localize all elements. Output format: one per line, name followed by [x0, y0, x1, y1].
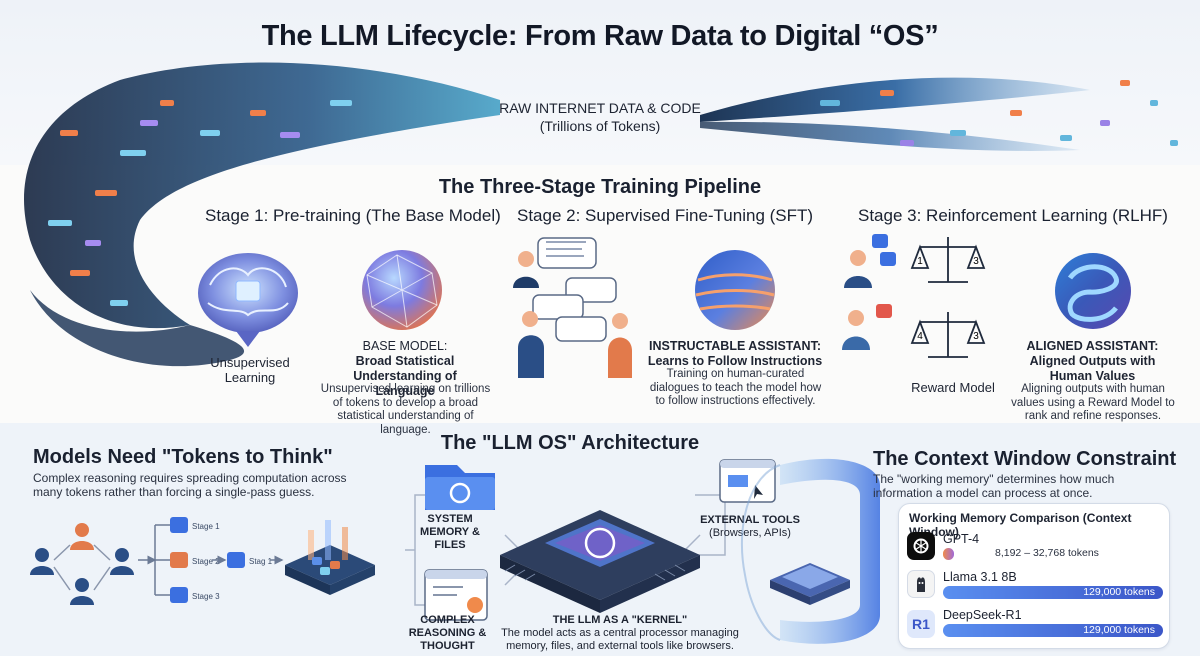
stage1-title: Stage 1: Pre-training (The Base Model) — [205, 206, 501, 225]
left-token-stream-tail — [30, 290, 245, 367]
step-label-2: Stage 2 — [192, 557, 220, 566]
reward-model-label: Reward Model — [911, 380, 995, 395]
llm-os-heading: The "LLM OS" Architecture — [440, 432, 700, 454]
working-memory-panel: Working Memory Comparison (Context Windo… — [898, 503, 1170, 649]
kernel-title: THE LLM AS A "KERNEL" — [552, 614, 688, 626]
instructable-sphere-icon — [695, 250, 775, 330]
aligned-title: ALIGNED ASSISTANT: Aligned Outputs with … — [1020, 339, 1165, 384]
openai-icon — [907, 532, 935, 560]
instructable-desc: Training on human-curated dialogues to t… — [649, 368, 822, 407]
unsupervised-learning-label: Unsupervised Learning — [210, 355, 290, 385]
base-model-title: BASE MODEL: Broad Statistical Understand… — [330, 339, 480, 399]
people-network-icon — [30, 523, 134, 605]
tools-label: EXTERNAL TOOLS — [700, 514, 800, 526]
base-model-title-line1: BASE MODEL: — [362, 339, 448, 353]
scale-top-right: 3 — [973, 256, 979, 267]
aligned-title-line2: Aligned Outputs with Human Values — [1029, 354, 1156, 383]
model-name-0: GPT-4 — [943, 532, 980, 546]
brain-icon — [198, 253, 298, 347]
scale-bottom-right: 3 — [973, 331, 979, 342]
token-stack-icon — [285, 520, 375, 595]
base-model-sphere-icon — [362, 250, 442, 330]
instructable-title: INSTRUCTABLE ASSISTANT: Learns to Follow… — [645, 339, 825, 369]
base-model-title-line2: Broad Statistical Understanding of Langu… — [353, 354, 457, 398]
bar-value-2: 129,000 tokens — [1083, 624, 1155, 636]
kernel-desc: The model acts as a central processor ma… — [501, 627, 739, 652]
bar-value-1: 129,000 tokens — [1083, 586, 1155, 598]
bar-track-0: 8,192 – 32,768 tokens — [943, 547, 1163, 560]
scale-bottom-left: 4 — [917, 331, 923, 342]
bar-track-2: 129,000 tokens — [943, 624, 1163, 637]
bar-value-0: 8,192 – 32,768 tokens — [995, 547, 1099, 559]
folder-gear-icon — [425, 465, 495, 510]
page-title: The LLM Lifecycle: From Raw Data to Digi… — [261, 20, 939, 52]
aligned-sphere-icon — [1055, 253, 1131, 329]
left-token-stream — [24, 62, 500, 329]
step-label-4: Stag 1 — [249, 557, 273, 566]
thumbs-up-icon — [872, 234, 888, 248]
bar-fill-0 — [943, 548, 954, 560]
stage3-title: Stage 3: Reinforcement Learning (RLHF) — [858, 206, 1168, 225]
context-desc: The "working memory" determines how much… — [873, 472, 1115, 500]
model-name-1: Llama 3.1 8B — [943, 570, 1017, 584]
deepseek-icon: R1 — [907, 610, 935, 638]
aligned-title-line1: ALIGNED ASSISTANT: — [1026, 339, 1159, 353]
reasoning-flow-diagram: Stage 1 Stage 2 Stage 3 Stag 1 — [30, 517, 375, 605]
memory-label: SYSTEM MEMORY & FILES — [420, 513, 480, 551]
raw-data-title: RAW INTERNET DATA & CODE — [499, 100, 701, 116]
bar-fill-2 — [943, 624, 1163, 637]
model-name-2: DeepSeek-R1 — [943, 608, 1022, 622]
tools-sub: (Browsers, APIs) — [709, 527, 791, 539]
llm-os-diagram — [405, 459, 776, 621]
aligned-desc: Aligning outputs with human values using… — [1011, 383, 1175, 422]
step-label-1: Stage 1 — [192, 522, 220, 531]
pipeline-heading: The Three-Stage Training Pipeline — [438, 176, 762, 198]
token-stream-illustration — [24, 62, 1178, 367]
bar-track-1: 129,000 tokens — [943, 586, 1163, 599]
scale-top-left: 1 — [917, 256, 923, 267]
user-avatar — [518, 251, 534, 267]
stage2-title: Stage 2: Supervised Fine-Tuning (SFT) — [517, 206, 814, 225]
tokens-desc: Complex reasoning requires spreading com… — [33, 471, 347, 499]
llama-icon — [907, 570, 935, 598]
rlhf-feedback-illustration: 1 3 4 3 — [842, 234, 986, 358]
base-model-desc: Unsupervised learning on trillions of to… — [320, 383, 491, 436]
tokens-heading: Models Need "Tokens to Think" — [33, 446, 333, 468]
right-token-stream — [700, 77, 1090, 122]
sft-dialogue-illustration — [513, 237, 632, 378]
instructable-title-line1: INSTRUCTABLE ASSISTANT: — [649, 339, 821, 353]
raw-data-label: RAW INTERNET DATA & CODE (Trillions of T… — [480, 100, 720, 134]
thumbs-down-icon — [876, 304, 892, 318]
instructable-title-line2: Learns to Follow Instructions — [647, 354, 823, 368]
reasoning-window-icon — [424, 569, 488, 621]
raw-data-subtitle: (Trillions of Tokens) — [539, 118, 661, 134]
bar-fill-1 — [943, 586, 1163, 599]
browser-window-icon — [719, 459, 776, 503]
reasoning-label: COMPLEX REASONING & THOUGHT — [408, 614, 487, 652]
context-ribbon-illustration — [741, 458, 880, 644]
context-heading: The Context Window Constraint — [873, 448, 1177, 470]
step-label-3: Stage 3 — [192, 592, 220, 601]
llm-kernel-chip-icon — [500, 510, 700, 613]
